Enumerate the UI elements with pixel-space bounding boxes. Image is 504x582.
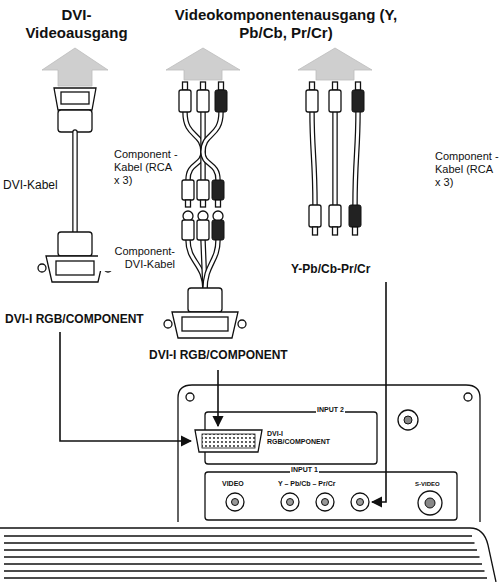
grille-line <box>4 556 480 557</box>
cable-name: Component- DVI-Kabel <box>98 245 176 271</box>
component-cable <box>306 82 364 235</box>
grille-line <box>4 570 485 571</box>
component-dvi-cable <box>164 211 246 338</box>
audio-jack <box>398 410 418 430</box>
output-heading: DVI- Videoausgang <box>18 6 135 42</box>
input-name: INPUT 1 <box>290 466 319 474</box>
cable-name: Component -Kabel (RCA x 3) <box>113 148 179 188</box>
output-arrow <box>42 48 372 86</box>
input-name: INPUT 2 <box>316 406 345 414</box>
connector-name: Y-Pb/Cb-Pr/Cr <box>290 262 371 276</box>
s-video-jack <box>418 491 442 515</box>
connector-name: DVI-I RGB/COMPONENT <box>148 348 289 362</box>
projector-panel <box>178 385 480 522</box>
dvi-port <box>195 430 262 452</box>
cable-name: DVI-Kabel <box>2 178 59 192</box>
grille-line <box>4 549 477 550</box>
grille-line <box>4 577 487 578</box>
rca-jack <box>226 493 369 511</box>
port-name: S-VIDEO <box>414 481 441 488</box>
grille-line <box>4 535 472 536</box>
port-name: Y – Pb/Cb – Pr/Cr <box>277 480 336 488</box>
port-name: DVI-I RGB/COMPONENT <box>266 430 336 447</box>
output-heading: Videokomponentenausgang (Y, Pb/Cb, Pr/Cr… <box>150 6 422 42</box>
grille-line <box>4 563 482 564</box>
cable-name: Component -Kabel (RCA x 3) <box>434 150 502 190</box>
grille-line <box>4 542 475 543</box>
port-name: VIDEO <box>221 480 245 488</box>
component-cable <box>179 82 227 207</box>
input-1-frame <box>205 472 457 520</box>
connector-name: DVI-I RGB/COMPONENT <box>4 312 145 326</box>
projector-housing <box>0 528 496 582</box>
